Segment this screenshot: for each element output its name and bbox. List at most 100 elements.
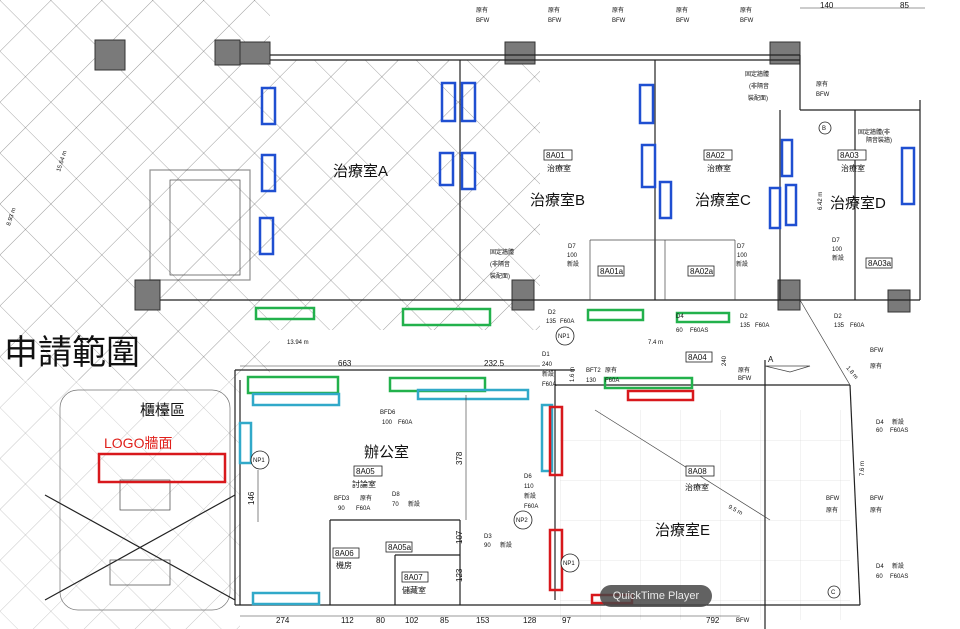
bfw-top-3-code: BFW [612, 18, 626, 24]
tag-c-name: 治療室 [707, 163, 731, 173]
door-d4-c-width: 60 [676, 328, 683, 334]
door-d4-c-fire: F60AS [690, 328, 708, 334]
door-d3: D3 [484, 534, 492, 540]
door-d4-r1-width: 60 [876, 428, 883, 434]
room-e-label: 治療室E [655, 522, 710, 539]
tag-c-code: 8A02 [706, 151, 725, 160]
dim-d8: 378 [455, 451, 464, 465]
bfw-right-1: 原有 [816, 80, 828, 88]
door-d2-c: D2 [740, 314, 748, 320]
office-label: 辦公室 [364, 444, 409, 461]
cyan-markers [238, 388, 554, 606]
dim-d2: 85 [900, 1, 909, 10]
tag-e-code: 8A08 [688, 467, 707, 476]
door-d7-c-new: 新設 [736, 260, 748, 268]
np-marker-1: NP1 [558, 334, 570, 340]
door-bft2-width: 130 [586, 378, 597, 384]
door-d2-d: D2 [834, 314, 842, 320]
dim-d5: 13.94 m [287, 340, 309, 346]
tag-store-code: 8A07 [404, 573, 423, 582]
room-labels: 治療室A 治療室B 治療室C 治療室D 治療室E 辦公室 櫃檯區 申請範圍 LO… [4, 163, 886, 539]
door-d6-new: 新設 [524, 492, 536, 500]
np-marker-4: NP1 [563, 561, 575, 567]
door-d3-width: 90 [484, 543, 491, 549]
bfw-bottom: BFW [736, 618, 750, 624]
door-d2-b-fire: F60A [560, 319, 574, 325]
axis-a: A [768, 355, 774, 364]
door-d8-width: 70 [392, 502, 399, 508]
door-d2-d-width: 135 [834, 323, 845, 329]
fixed-wall-note-5: 裝配面) [748, 94, 768, 102]
door-d7-b-new: 新設 [567, 260, 579, 268]
door-d7-d-new: 新設 [832, 254, 844, 262]
door-d8-new: 新設 [408, 500, 420, 508]
door-d8: D8 [392, 492, 400, 498]
quicktime-player-tooltip[interactable]: QuickTime Player [600, 585, 712, 607]
door-d1-fire: F60A [542, 382, 556, 388]
tag-mech-name: 機房 [336, 560, 352, 570]
bfw-right-2-orig: 原有 [870, 362, 882, 370]
bfw-right-3-orig: 原有 [826, 506, 838, 514]
room-a-label: 治療室A [333, 163, 388, 180]
door-d2-b: D2 [548, 310, 556, 316]
tag-office-name: 討論室 [352, 479, 376, 489]
door-d1: D1 [542, 352, 550, 358]
door-d7-c: D7 [737, 244, 745, 250]
door-d1-width: 240 [542, 362, 553, 368]
bfw-right-3: BFW [826, 496, 840, 502]
dim-d12: 274 [276, 616, 290, 625]
dim-d13: 112 [341, 616, 354, 625]
room-d-label: 治療室D [830, 195, 886, 212]
dim-d18: 128 [523, 616, 537, 625]
bfw-top-2-code: BFW [548, 18, 562, 24]
door-bfd6: BFD6 [380, 410, 396, 416]
door-bfd3-fire: F60A [356, 506, 370, 512]
core-outline [44, 169, 251, 611]
dim-d4: 8.93 m [6, 207, 17, 226]
door-d4-r1: D4 [876, 420, 884, 426]
dim-d1: 140 [820, 1, 834, 10]
door-d7-b: D7 [568, 244, 576, 250]
dim-d19: 97 [562, 616, 571, 625]
blue-markers [258, 81, 916, 256]
tag-d-name: 治療室 [841, 163, 865, 173]
np-marker-3: NP2 [516, 518, 528, 524]
door-d7-d-width: 100 [832, 247, 843, 253]
tag-b-name: 治療室 [547, 163, 571, 173]
logo-wall-label: LOGO牆面 [104, 435, 172, 451]
fixed-wall-note-4: (非隔音 [749, 82, 769, 90]
bfw-top-1-code: BFW [476, 18, 490, 24]
door-d4-r2-new: 新設 [892, 562, 904, 570]
tag-office-code: 8A05 [356, 467, 375, 476]
dim-d20: 792 [706, 616, 720, 625]
door-d4-c: D4 [676, 314, 684, 320]
dim-d7: 232.5 [484, 359, 505, 368]
door-d6-width: 110 [524, 484, 534, 490]
bfw-top-5-code: BFW [740, 18, 754, 24]
door-d4-r1-new: 新設 [892, 418, 904, 426]
tag-mech-code: 8A06 [335, 549, 354, 558]
tag-b-code: 8A01 [546, 151, 565, 160]
tag-store-name: 儲藏室 [402, 585, 426, 595]
door-bfd3-width: 90 [338, 506, 345, 512]
bfw-mid: 原有 [738, 366, 750, 374]
door-bfd6-fire: F60A [398, 420, 412, 426]
door-d3-new: 新設 [500, 541, 512, 549]
tag-a4: 8A04 [688, 353, 707, 362]
door-bft2: BFT2 [586, 368, 601, 374]
door-d2-c-fire: F60A [755, 323, 769, 329]
door-d4-r1-fire: F60AS [890, 428, 908, 434]
dimensions: 140 85 15.64 m 8.93 m 13.94 m 663 232.5 … [6, 1, 925, 625]
door-d2-c-width: 135 [740, 323, 751, 329]
application-scope-label: 申請範圍 [4, 333, 140, 373]
door-d7-b-width: 100 [567, 253, 578, 259]
dim-d27: 240 [722, 355, 728, 366]
bfw-top-4-code: BFW [676, 18, 690, 24]
axis-b: B [822, 126, 826, 132]
tag-a5: 8A05a [388, 543, 412, 552]
bfw-right-4: BFW [870, 496, 884, 502]
tag-a2: 8A02a [690, 267, 714, 276]
dim-d17: 153 [476, 616, 490, 625]
door-d7-d: D7 [832, 238, 840, 244]
door-d2-b-width: 135 [546, 319, 557, 325]
